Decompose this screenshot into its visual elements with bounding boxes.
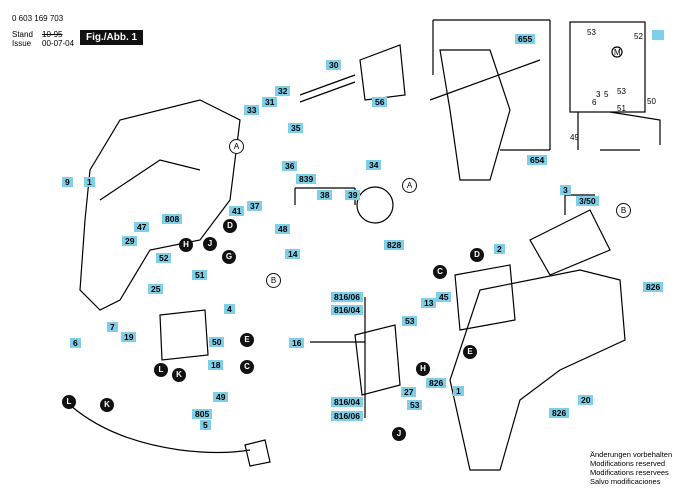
- part-label: 808: [162, 214, 183, 224]
- part-label: 826: [643, 282, 664, 292]
- part-label: 38: [317, 190, 333, 200]
- ref-marker: J: [392, 427, 406, 441]
- issue-value: 00-07-04: [42, 39, 75, 48]
- part-label: 29: [122, 236, 138, 246]
- ref-marker: C: [433, 265, 447, 279]
- part-label: 3: [560, 185, 571, 195]
- part-label: 816/06: [331, 411, 363, 421]
- part-label: 49: [213, 392, 229, 402]
- part-label: 53: [402, 316, 418, 326]
- ref-marker: E: [240, 333, 254, 347]
- ref-marker: H: [179, 238, 193, 252]
- ref-circle: A: [402, 178, 417, 193]
- part-label: 48: [275, 224, 291, 234]
- part-label: 50: [209, 337, 225, 347]
- circuit-label: 50: [647, 97, 656, 106]
- part-label: 39: [345, 190, 361, 200]
- part-label: 51: [192, 270, 208, 280]
- ref-circle: B: [266, 273, 281, 288]
- ref-marker: H: [416, 362, 430, 376]
- ref-marker: G: [222, 250, 236, 264]
- part-label: 1: [84, 177, 95, 187]
- part-label: 2: [494, 244, 505, 254]
- legend-swatch: [652, 30, 664, 40]
- part-label: 16: [289, 338, 305, 348]
- circuit-label: 5: [604, 90, 609, 99]
- part-label: 654: [527, 155, 548, 165]
- ref-marker: K: [172, 368, 186, 382]
- part-label: 32: [275, 86, 291, 96]
- circuit-label: 3: [596, 90, 601, 99]
- part-label: 37: [247, 201, 263, 211]
- part-label: 6: [70, 338, 81, 348]
- part-label: 18: [208, 360, 224, 370]
- part-label: 30: [326, 60, 342, 70]
- part-label: 13: [421, 298, 437, 308]
- part-label: 25: [148, 284, 164, 294]
- circuit-label: 49: [570, 133, 579, 142]
- motor-symbol: M: [614, 48, 621, 57]
- part-label: 3/50: [576, 196, 599, 206]
- stand-label: Stand: [12, 30, 33, 39]
- ref-marker: E: [463, 345, 477, 359]
- part-label: 816/04: [331, 305, 363, 315]
- part-label: 34: [366, 160, 382, 170]
- ref-circle: A: [229, 139, 244, 154]
- part-label: 53: [407, 400, 423, 410]
- part-label: 56: [372, 97, 388, 107]
- circuit-label: 53: [617, 87, 626, 96]
- ref-marker: L: [154, 363, 168, 377]
- ref-marker: D: [470, 248, 484, 262]
- part-number: 0 603 169 703: [12, 14, 64, 23]
- ref-marker: D: [223, 219, 237, 233]
- circuit-label: 51: [617, 104, 626, 113]
- ref-marker: C: [240, 360, 254, 374]
- part-label: 35: [288, 123, 304, 133]
- figure-label: Fig./Abb. 1: [80, 30, 144, 45]
- stand-value: 10-95: [42, 30, 63, 39]
- part-label: 816/06: [331, 292, 363, 302]
- part-label: 19: [121, 332, 137, 342]
- ref-marker: L: [62, 395, 76, 409]
- circuit-label: 6: [592, 98, 597, 107]
- ref-marker: J: [203, 237, 217, 251]
- part-label: 826: [549, 408, 570, 418]
- circuit-label: 53: [587, 28, 596, 37]
- part-label: 826: [426, 378, 447, 388]
- part-label: 41: [229, 206, 245, 216]
- circuit-label: 52: [634, 32, 643, 41]
- part-label: 4: [224, 304, 235, 314]
- part-label: 9: [62, 177, 73, 187]
- part-label: 816/04: [331, 397, 363, 407]
- part-label: 33: [244, 105, 260, 115]
- footer-note: Änderungen vorbehalten Modifications res…: [590, 450, 673, 486]
- part-label: 31: [262, 97, 278, 107]
- part-label: 45: [436, 292, 452, 302]
- part-label: 47: [134, 222, 150, 232]
- part-label: 20: [578, 395, 594, 405]
- part-label: 5: [200, 420, 211, 430]
- part-label: 52: [156, 253, 172, 263]
- ref-circle: B: [616, 203, 631, 218]
- ref-marker: K: [100, 398, 114, 412]
- part-label: 805: [192, 409, 213, 419]
- part-label: 14: [285, 249, 301, 259]
- part-label: 655: [515, 34, 536, 44]
- part-label: 7: [107, 322, 118, 332]
- part-label: 36: [282, 161, 298, 171]
- part-label: 1: [453, 386, 464, 396]
- part-label: 27: [401, 387, 417, 397]
- part-label: 828: [384, 240, 405, 250]
- issue-label: Issue: [12, 39, 32, 48]
- part-label: 839: [296, 174, 317, 184]
